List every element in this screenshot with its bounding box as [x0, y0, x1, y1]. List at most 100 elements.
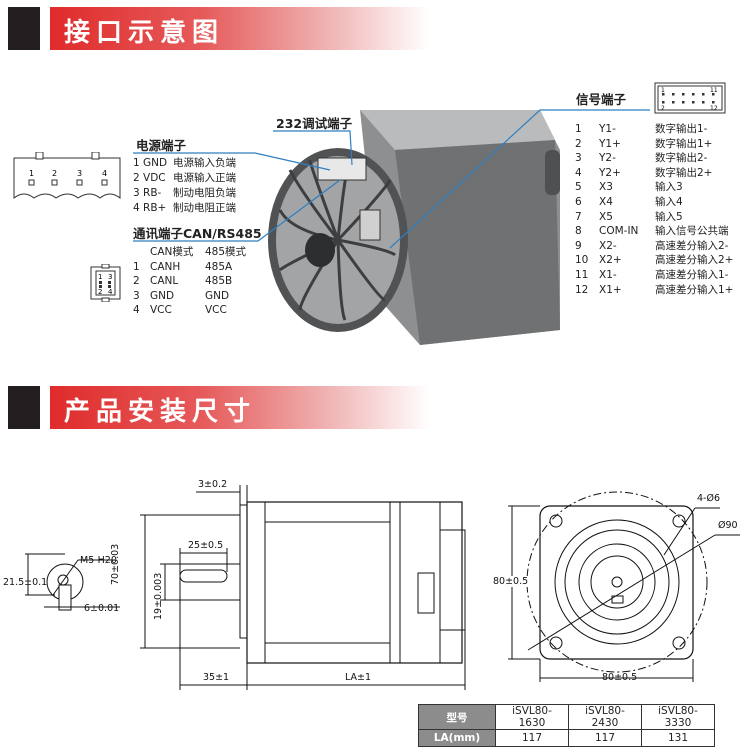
- rs485-signal: 485B: [205, 275, 233, 287]
- debug-terminal-title: 232调试端子: [276, 116, 353, 131]
- pin-label: 11: [710, 87, 718, 94]
- la-cell: 131: [641, 729, 715, 747]
- section-marker: [8, 386, 40, 429]
- pin-desc: 输入3: [655, 181, 683, 194]
- pin-name: Y2+: [599, 166, 621, 179]
- comm-connector-diagram: 1 3 2 4: [90, 264, 121, 302]
- signal-pin-row: 3 Y2- 数字输出2-: [575, 151, 745, 166]
- pin-no: 11: [575, 269, 589, 281]
- motor-photo-illustration: [133, 109, 650, 345]
- section-title: 产品安装尺寸: [64, 397, 257, 427]
- dim-key-length: 25±0.5: [188, 540, 224, 551]
- dim-flange-thickness: 3±0.2: [198, 479, 228, 490]
- pin-label: 12: [710, 105, 718, 112]
- pin-name: 2 VDC: [133, 172, 166, 184]
- dim-holes: 4-Ø6: [697, 493, 720, 504]
- power-connector-diagram: 1 2 3 4: [13, 152, 121, 200]
- pin-name: X2-: [599, 239, 617, 252]
- pin-label: 2: [661, 105, 665, 112]
- pin-no: 1: [575, 123, 582, 135]
- rs485-signal: VCC: [205, 304, 227, 316]
- rs485-signal: GND: [205, 289, 230, 302]
- pin-no: 10: [575, 254, 589, 267]
- pin-desc: 高速差分输入1+: [655, 283, 734, 296]
- pin-desc: 电源输入负端: [173, 157, 236, 169]
- pin-desc: 制动电阻正端: [173, 202, 236, 214]
- pin-desc: 数字输出1-: [655, 123, 708, 135]
- pin-no: 12: [575, 283, 589, 296]
- dimension-drawing: [25, 485, 740, 690]
- dim-pcd: Ø90: [718, 520, 738, 531]
- pin-no: 9: [575, 239, 582, 252]
- comm-terminal-title: 通讯端子CAN/RS485: [133, 226, 262, 241]
- can-signal: GND: [150, 289, 175, 302]
- pin-name: Y2-: [599, 152, 616, 165]
- pin-no: 2: [133, 275, 140, 287]
- pin-desc: 输入4: [655, 196, 683, 208]
- pin-desc: 输入信号公共端: [655, 225, 729, 238]
- motor-front-view: [508, 491, 740, 682]
- dim-pilot-dia: 70±0.03: [110, 543, 121, 585]
- pin-label: 4: [102, 169, 107, 178]
- section-marker: [8, 7, 40, 50]
- pin-label: 2: [52, 169, 57, 178]
- la-cell: 117: [568, 729, 642, 747]
- dim-shaft-length: 35±1: [203, 672, 230, 683]
- section-header-dimensions: 产品安装尺寸: [50, 386, 430, 429]
- model-cell: iSVL80-2430: [568, 704, 642, 730]
- pin-desc: 高速差分输入2+: [655, 254, 734, 267]
- col-header: CAN模式: [150, 246, 194, 258]
- dim-width: 80±0.5: [602, 672, 638, 683]
- pin-desc: 数字输出2-: [655, 152, 708, 165]
- pin-label: 3: [77, 169, 82, 178]
- row-label: LA(mm): [418, 729, 496, 747]
- pin-name: X5: [599, 210, 613, 223]
- pin-desc: 电源输入正端: [173, 172, 236, 184]
- pin-desc: 制动电阻负端: [173, 187, 236, 199]
- can-signal: CANL: [150, 275, 179, 287]
- pin-no: 4: [133, 304, 140, 316]
- pin-desc: 数字输出2+: [655, 166, 713, 179]
- pin-desc: 输入5: [655, 210, 683, 223]
- signal-pin-row: 10 X2+ 高速差分输入2+: [575, 253, 745, 268]
- pin-desc: 数字输出1+: [655, 137, 713, 150]
- pin-label: 1: [29, 169, 34, 178]
- section-title: 接口示意图: [64, 18, 225, 48]
- pin-no: 2: [575, 137, 582, 150]
- la-cell: 117: [495, 729, 569, 747]
- pin-no: 6: [575, 196, 582, 208]
- pin-label: 4: [108, 288, 113, 296]
- power-terminal-title: 电源端子: [136, 138, 187, 153]
- pin-name: X3: [599, 181, 613, 194]
- shaft-end-view: [25, 553, 120, 611]
- pin-no: 3: [575, 152, 582, 165]
- pin-no: 5: [575, 181, 582, 194]
- dim-key-width: 6±0.01: [84, 603, 120, 614]
- signal-terminal-title: 信号端子: [576, 92, 627, 107]
- pin-label: 3: [108, 273, 112, 281]
- pin-name: X1-: [599, 269, 617, 281]
- pin-name: X2+: [599, 254, 622, 267]
- pin-name: 3 RB-: [133, 187, 162, 199]
- dim-shaft-thread: M5-H20: [80, 555, 117, 566]
- pin-name: X4: [599, 196, 613, 208]
- pin-desc: 高速差分输入1-: [655, 269, 729, 281]
- pin-name: Y1+: [599, 137, 621, 150]
- signal-pin-row: 5 X3 输入3: [575, 180, 745, 195]
- model-cell: iSVL80-3330: [641, 704, 715, 730]
- dim-height: 80±0.5: [493, 576, 529, 587]
- dim-body-length: LA±1: [345, 672, 372, 683]
- table-row: LA(mm) 117 117 131: [418, 729, 715, 747]
- can-signal: CANH: [150, 260, 181, 273]
- signal-connector-diagram: 1 11 2 12: [654, 82, 726, 114]
- signal-pin-row: 6 X4 输入4: [575, 195, 745, 210]
- pin-name: 1 GND: [133, 157, 168, 169]
- spec-table: 型号 iSVL80-1630 iSVL80-2430 iSVL80-3330 L…: [418, 704, 715, 747]
- header-label: 型号: [418, 704, 496, 730]
- can-signal: VCC: [150, 304, 172, 316]
- dim-shaft-height: 21.5±0.1: [3, 577, 48, 588]
